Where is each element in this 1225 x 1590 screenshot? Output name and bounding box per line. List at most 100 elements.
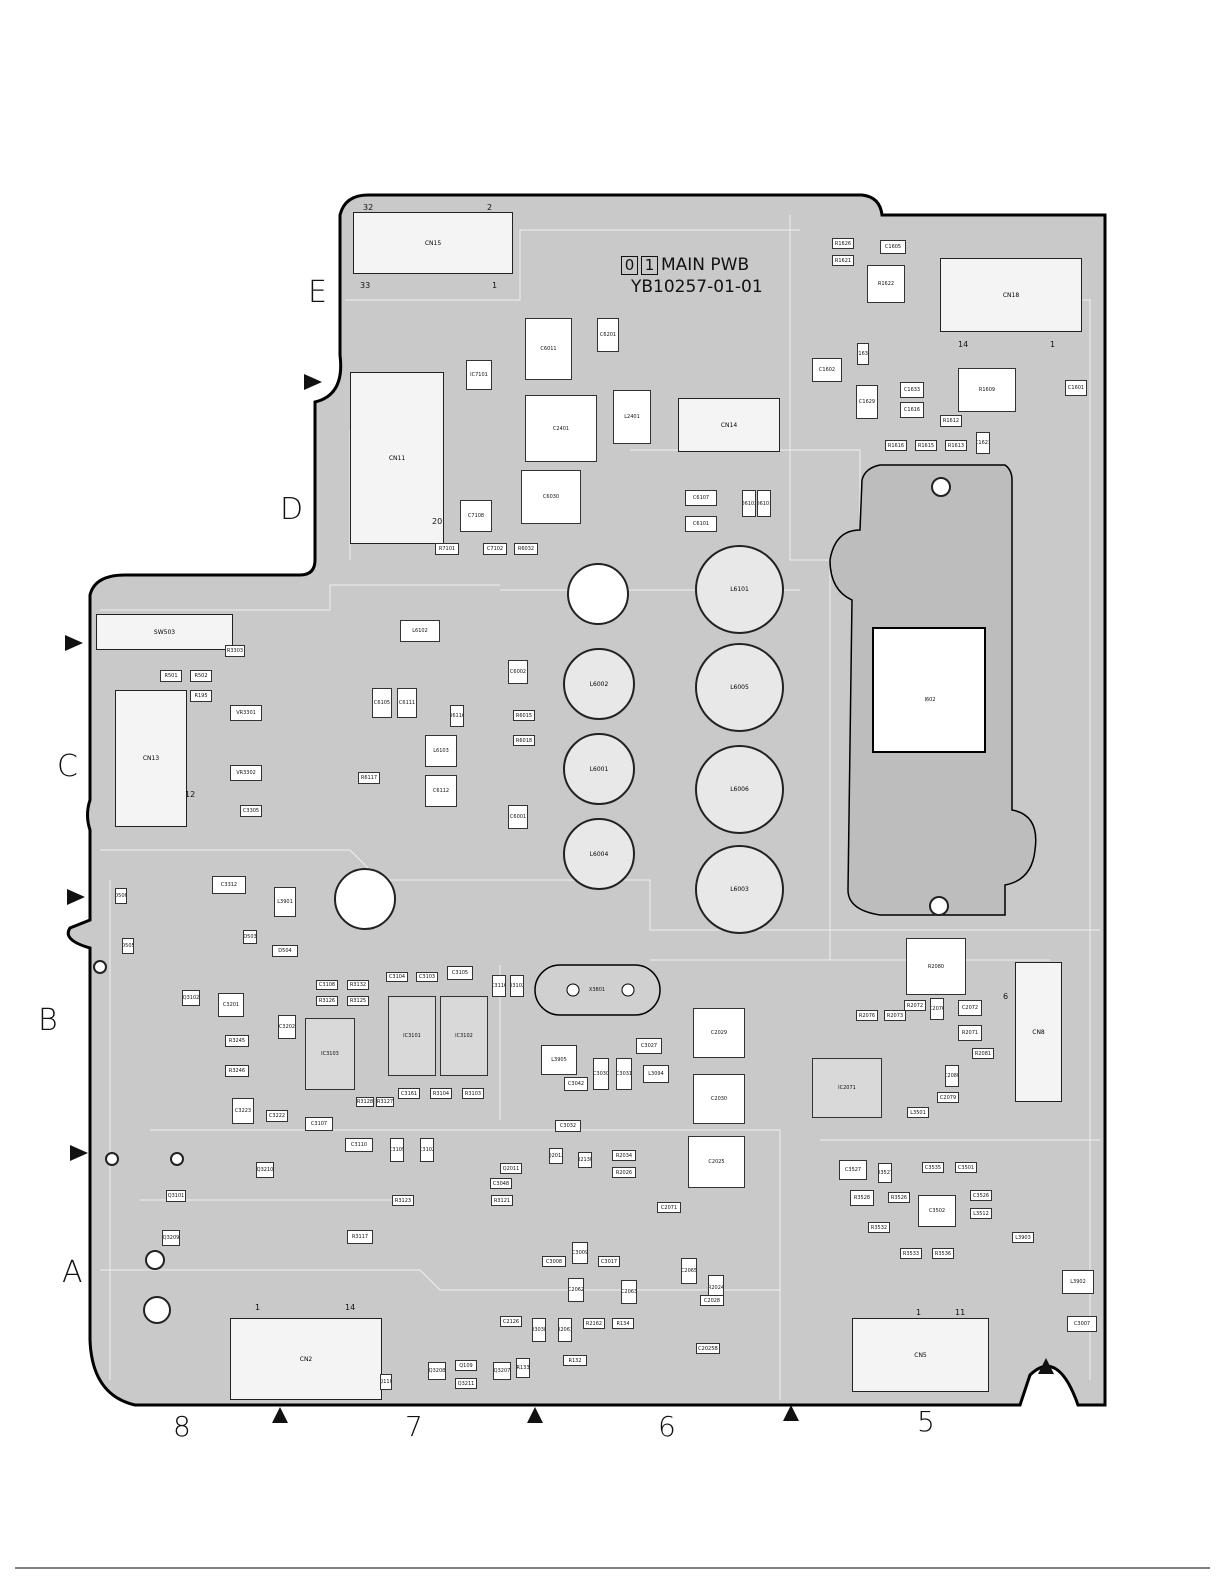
component-r1622: R1622 [867, 265, 905, 303]
component-r3526: R3526 [888, 1192, 910, 1203]
component-r2072: R2072 [904, 1000, 926, 1011]
component-c2065: C2065 [681, 1258, 697, 1284]
row-label-b: B [38, 1003, 58, 1038]
inductor-l6002: L6002 [563, 648, 635, 720]
component-c3535: C3535 [922, 1162, 944, 1173]
component-r501: R501 [160, 670, 182, 682]
ic-ic7101: IC7101 [466, 360, 492, 390]
component-c3102: C3102 [420, 1138, 434, 1162]
connector-cn8: CN8 [1015, 962, 1062, 1102]
component-c6201: C6201 [597, 318, 619, 352]
component-c2030: C2030 [693, 1074, 745, 1124]
component-r2073: R2073 [884, 1010, 906, 1021]
component-r2162: R2162 [583, 1318, 605, 1329]
component-q3208: Q3208 [428, 1362, 446, 1380]
component-r2081: R2081 [972, 1048, 994, 1059]
component-r3038: R3038 [532, 1318, 546, 1342]
component-c6112: C6112 [425, 775, 457, 807]
component-c2063: C2063 [621, 1280, 637, 1304]
inductor-l6004: L6004 [563, 818, 635, 890]
connector-cn5: CN5 [852, 1318, 989, 1392]
component-c1633: C1633 [900, 382, 924, 398]
component-c1601: C1601 [1065, 380, 1087, 396]
grid-marker-right [70, 1145, 88, 1161]
pin-label: 2 [487, 203, 493, 212]
grid-marker-up [1038, 1358, 1054, 1374]
component-c3312: C3312 [212, 876, 246, 894]
component-c1616: C1616 [900, 402, 924, 418]
component-r3536: R3536 [932, 1248, 954, 1259]
column-label-8: 8 [173, 1410, 191, 1443]
component-c1602: C1602 [812, 358, 842, 382]
component-c1629: C1629 [856, 385, 878, 419]
pin-label: 20 [432, 517, 443, 526]
mounting-hole [929, 896, 949, 916]
row-label-e: E [308, 275, 327, 310]
component-r3128: R3128 [356, 1097, 374, 1107]
component-c2028: C2028 [700, 1295, 724, 1306]
component-c3027: C3027 [636, 1038, 662, 1054]
component-l3903: L3903 [1012, 1232, 1034, 1243]
mounting-hole [143, 1296, 171, 1324]
component-c3008: C3008 [542, 1256, 566, 1267]
connector-cn11: CN11 [350, 372, 444, 544]
component-r3117: R3117 [347, 1230, 373, 1244]
component-r2061: R2061 [558, 1318, 572, 1342]
component-c3031: C3031 [616, 1058, 632, 1090]
component-r2034: R2034 [612, 1150, 636, 1161]
component-c3110: C3110 [345, 1138, 373, 1152]
component-r1609: R1609 [958, 368, 1016, 412]
component-r1612: R1612 [940, 415, 962, 427]
component-q3101: Q3101 [166, 1190, 186, 1202]
component-c2071: C2071 [657, 1202, 681, 1213]
component-l3094: L3094 [643, 1065, 669, 1083]
component-d505: D505 [122, 938, 134, 954]
crystal-x3801-label: X3801 [588, 987, 606, 993]
pin-label: 14 [345, 1303, 356, 1312]
component-q3210: Q3210 [256, 1162, 274, 1178]
component-l3901: L3901 [274, 887, 296, 917]
component-c2072: C2072 [958, 1000, 982, 1016]
component-r3127: R3127 [376, 1097, 394, 1107]
component-c3009: C3009 [572, 1242, 588, 1264]
component-r3126: R3126 [316, 996, 338, 1006]
component-l6103: L6103 [425, 735, 457, 767]
component-r2071: R2071 [958, 1025, 982, 1041]
component-c6111: C6111 [397, 688, 417, 718]
component-r3102: R3102 [510, 975, 524, 997]
jack-j602-label: J602 [925, 697, 935, 703]
component-r2080: R2080 [906, 938, 966, 995]
component-l6102: L6102 [400, 620, 440, 642]
board-title: 0 1 MAIN PWB [621, 255, 749, 275]
component-c2076: C2076 [930, 998, 944, 1020]
component-c3104: C3104 [386, 972, 408, 982]
component-q3209: Q3209 [162, 1230, 180, 1246]
component-r3533: R3533 [900, 1248, 922, 1259]
component-c3109: C3109 [390, 1138, 404, 1162]
part-number: YB10257-01-01 [631, 277, 763, 297]
connector-cn13: CN13 [115, 690, 187, 827]
pin-label: 12 [185, 790, 196, 799]
component-d506: D506 [115, 888, 127, 904]
component-r3123: R3123 [392, 1195, 414, 1206]
component-c3032: C3032 [555, 1120, 581, 1132]
mounting-hole [93, 960, 107, 974]
component-r3527: R3527 [878, 1163, 892, 1183]
component-c3202: C3202 [278, 1015, 296, 1039]
ic-ic3101: IC3101 [388, 996, 436, 1076]
component-r2076: R2076 [856, 1010, 878, 1021]
component-vr3301: VR3301 [230, 705, 262, 721]
component-l3905: L3905 [541, 1045, 577, 1075]
component-r6018: R6018 [513, 735, 535, 746]
ic-ic3102: IC3102 [440, 996, 488, 1076]
component-c6107: C6107 [685, 490, 717, 506]
component-r3103: R3103 [462, 1088, 484, 1099]
pin-label: 6 [1003, 992, 1009, 1001]
component-c2126: C2126 [500, 1316, 522, 1327]
row-label-d: D [280, 492, 304, 527]
grid-marker-right [304, 374, 322, 390]
component-c3223: C3223 [232, 1098, 254, 1124]
component-q110: Q110 [380, 1374, 392, 1390]
component-r6117: R6117 [358, 772, 380, 784]
